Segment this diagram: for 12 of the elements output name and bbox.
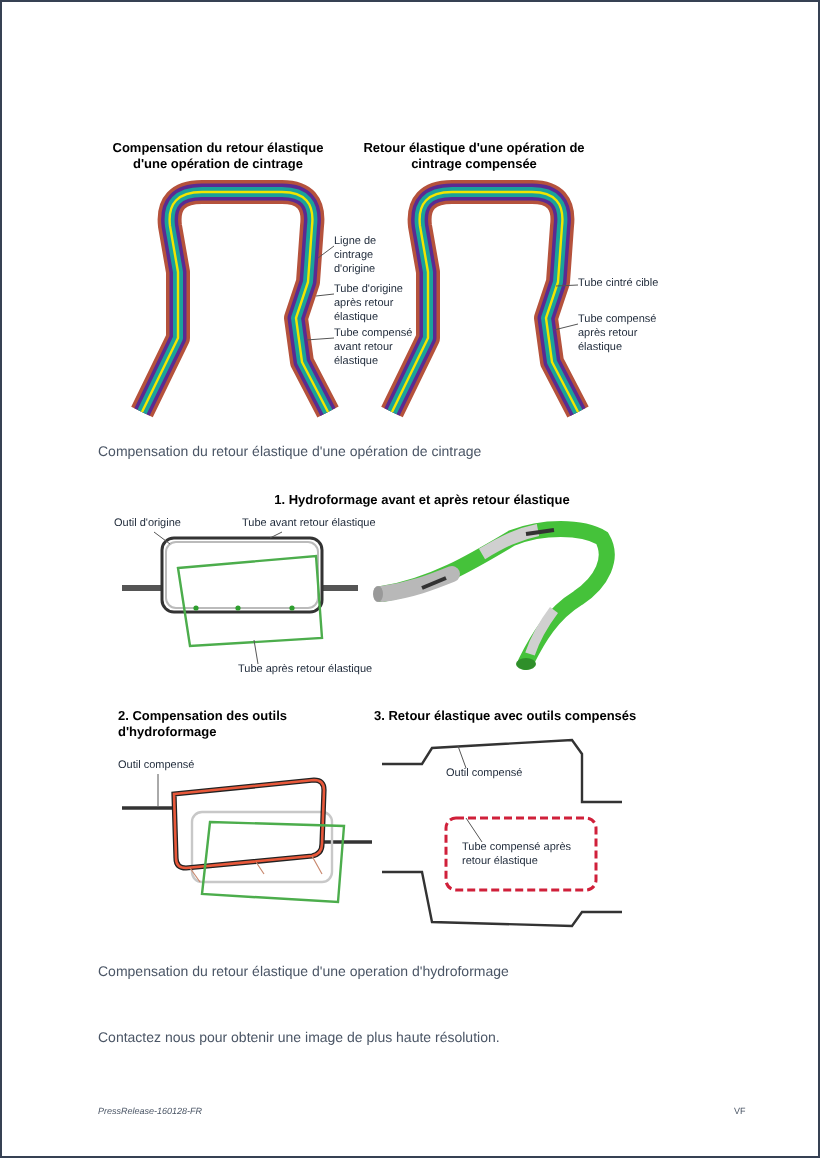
leader-line <box>153 531 171 545</box>
leader-line <box>157 773 159 807</box>
leader-line <box>465 817 483 843</box>
leader-line <box>305 337 335 341</box>
leader-line <box>269 531 283 539</box>
leader-line <box>457 745 467 769</box>
leader-line <box>553 323 579 331</box>
leader-line <box>555 284 579 287</box>
leader-line <box>315 293 335 297</box>
leader-line <box>253 639 259 665</box>
leader-line <box>317 245 335 259</box>
hydroforming-tool-drawing <box>122 536 358 648</box>
